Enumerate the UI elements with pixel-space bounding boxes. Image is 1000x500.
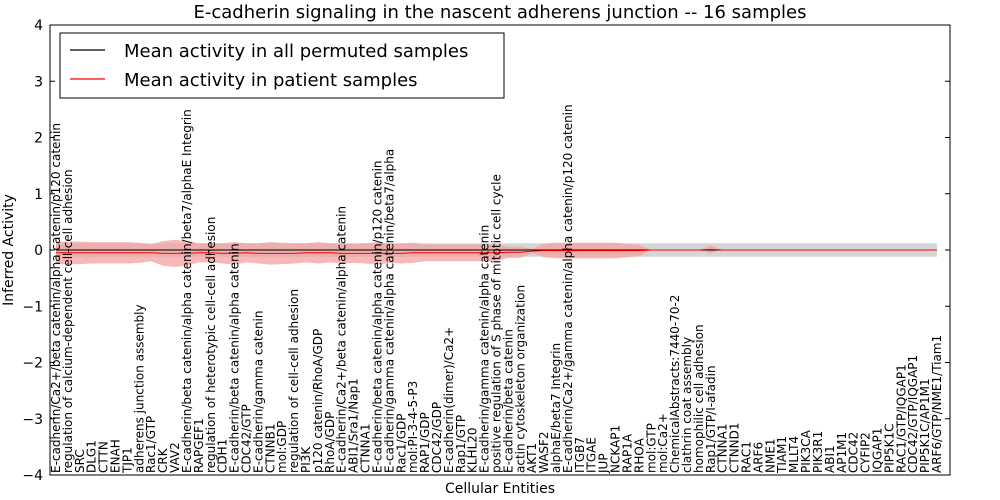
x-tick-label: RhoA/GDP [323, 412, 337, 473]
x-tick-label: CTNNA1 [359, 423, 373, 473]
x-tick-label: RAP1/GDP [418, 412, 432, 473]
x-tick-label: p120 catenin/RhoA/GDP [311, 329, 325, 473]
x-tick-label: ITGB7 [573, 437, 587, 473]
x-tick-label: regulation of calcium-dependent cell-cel… [61, 169, 75, 473]
x-tick-label: CTNNB1 [263, 423, 277, 473]
x-tick-label: mol:PI-3-4-5-P3 [406, 381, 420, 473]
chart-title: E-cadherin signaling in the nascent adhe… [193, 2, 806, 23]
x-tick-label: Rac1/GTP [144, 416, 158, 473]
x-tick-label: SRC [73, 449, 87, 473]
x-tick-label: IQGAP1 [871, 428, 885, 473]
x-tick-label: NCKAP1 [609, 425, 623, 473]
x-tick-label: E-cadherin/beta catenin/alpha catenin/p1… [370, 160, 384, 473]
x-tick-label: homophilic cell adhesion [692, 324, 706, 473]
x-tick-label: RAC1 [740, 441, 754, 473]
x-axis-label: Cellular Entities [445, 481, 555, 497]
x-tick-label: ITGAE [585, 437, 599, 473]
x-tick-label: RAC1/GTP/IQGAP1 [894, 364, 908, 473]
x-tick-label: E-cadherin/Ca2+/beta catenin/alpha caten… [49, 123, 63, 473]
x-tick-label: PIK3R1 [811, 431, 825, 473]
x-tick-label: MLLT4 [787, 436, 801, 473]
x-tick-label: ABI1/Sra1/Nap1 [347, 378, 361, 473]
x-tick-label: positive regulation of S phase of mitoti… [490, 174, 504, 473]
line-series-1 [56, 248, 937, 254]
x-tick-label: E-cadherin/Ca2+/beta catenin/alpha caten… [335, 206, 349, 473]
legend: Mean activity in all permuted samples Me… [59, 32, 505, 99]
x-tick-label: PIP5K1C [882, 423, 896, 473]
y-tick-label: 3 [34, 74, 43, 90]
x-tick-label: mol:GTP [644, 423, 658, 473]
x-tick-label: E-cadherin/beta catenin/alpha catenin [228, 243, 242, 473]
x-tick-label: CYFIP2 [859, 432, 873, 473]
x-tick-label: adherens junction assembly [132, 304, 146, 473]
y-tick-label: 4 [34, 18, 43, 34]
x-tick-label: ABI1 [823, 445, 837, 473]
x-tick-labels: E-cadherin/Ca2+/beta catenin/alpha caten… [49, 104, 944, 474]
x-tick-label: Rac1/GDP [394, 414, 408, 473]
x-tick-label: CTNND1 [728, 422, 742, 473]
x-tick-label: CTTN [97, 441, 111, 473]
y-tick-label: −2 [22, 356, 43, 372]
x-tick-label: VAV2 [168, 442, 182, 473]
x-tick-label: alphaE/beta7 Integrin [549, 343, 563, 473]
x-tick-label: clathrin coat assembly [680, 337, 694, 473]
x-tick-label: AKT1 [525, 443, 539, 473]
x-tick-label: NME1 [763, 438, 777, 473]
x-tick-label: actin cytoskeleton organization [513, 285, 527, 473]
x-tick-label: RAPGEF1 [192, 418, 206, 473]
x-tick-label: CDC42 [847, 432, 861, 473]
x-tick-label: E-cadherin/gamma catenin/alpha catenin [478, 225, 492, 473]
x-tick-label: E-cadherin(dimer)/Ca2+ [442, 327, 456, 473]
x-tick-label: CDC42/GDP [430, 402, 444, 473]
x-tick-label: CTNNA1 [716, 423, 730, 473]
x-tick-label: AP1M1 [835, 432, 849, 473]
x-tick-label: Rap1/GTP [454, 415, 468, 473]
x-tick-label: TJP1 [120, 447, 134, 474]
x-tick-label: CDC42/GTP/IQGAP1 [906, 355, 920, 473]
x-tick-label: PIK3CA [799, 429, 813, 473]
x-tick-label: JUP [597, 453, 611, 474]
x-tick-label: CRK [156, 447, 170, 473]
x-tick-label: RHOA [632, 437, 646, 473]
x-tick-label: E-cadherin/Ca2+/gamma catenin/alpha cate… [561, 104, 575, 473]
y-axis: −4 −3 −2 −1 0 1 2 3 4 [22, 18, 950, 484]
x-tick-label: RAP1A [621, 433, 635, 473]
x-tick-label: E-cadherin/gamma catenin [251, 311, 265, 474]
x-tick-label: Rap1/GTP/I-afadin [704, 365, 718, 473]
legend-label-permuted: Mean activity in all permuted samples [124, 41, 468, 62]
legend-label-patient: Mean activity in patient samples [124, 70, 418, 91]
y-tick-label: −1 [22, 299, 43, 315]
x-tick-label: mol:Ca2+ [656, 413, 670, 473]
y-tick-label: −3 [22, 412, 43, 428]
x-tick-label: E-cadherin/gamma catenin/alpha catenin/b… [382, 149, 396, 473]
x-tick-label: DLG1 [85, 440, 99, 473]
y-tick-label: 0 [34, 243, 43, 259]
series-lines [56, 248, 937, 254]
x-tick-label: ARF6 [751, 442, 765, 473]
x-tick-label: KLHL20 [466, 427, 480, 473]
x-tick-label: PI3K [299, 446, 313, 473]
y-tick-label: −4 [22, 468, 43, 484]
x-tick-label: E-cadherin/beta catenin/alpha catenin/be… [180, 109, 194, 473]
y-axis-label: Inferred Activity [1, 194, 17, 306]
x-tick-label: regulation of cell-cell adhesion [287, 289, 301, 473]
x-tick-label: PIP5K1C/AP1M1 [918, 378, 932, 473]
x-tick-label: regulation of heterotypic cell-cell adhe… [204, 217, 218, 473]
y-tick-label: 1 [34, 187, 43, 203]
x-tick-label: ChemicalAbstracts:7440-70-2 [668, 295, 682, 473]
x-tick-label: ARF6/GTP/NME1/Tiam1 [930, 335, 944, 473]
band-series-1 [56, 239, 937, 267]
x-tick-label: CDH1 [216, 439, 230, 473]
x-tick-label: WASF2 [537, 431, 551, 473]
x-tick-label: TIAM1 [775, 436, 789, 474]
x-tick-label: mol:GDP [275, 421, 289, 473]
legend-frame [59, 32, 505, 99]
x-tick-label: ENAH [109, 439, 123, 473]
x-tick-label: E-cadherin/beta catenin [501, 329, 515, 473]
y-tick-label: 2 [34, 131, 43, 147]
x-tick-label: CDC42/GTP [240, 404, 254, 473]
